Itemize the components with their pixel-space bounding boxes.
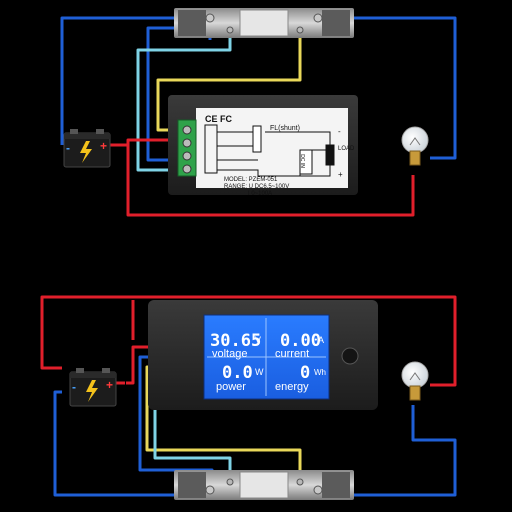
wire-red [40,295,457,387]
battery-top [63,129,111,168]
battery-top-plus: + [100,139,108,153]
current-value: 0.00 [280,331,321,351]
shunt-bottom [174,470,354,500]
power-unit: W [255,367,264,377]
power-label: power [216,381,246,393]
power-value: 0.0 [222,363,253,383]
voltage-value: 30.65 [210,331,261,351]
current-unit: A [318,335,324,345]
wire-blue [53,390,210,497]
current-label: current [275,348,309,360]
meter-back [168,95,358,195]
energy-unit: Wh [314,368,326,377]
energy-value: 0 [300,363,310,383]
bulb-top [401,126,429,166]
battery-bottom-plus: + [106,378,114,392]
wire-blue [318,16,457,160]
battery-bottom-minus: - [72,380,76,394]
wire-blue [60,16,210,145]
battery-top-minus: - [66,141,70,155]
top-diagram [60,8,457,217]
bottom-diagram: 30.65 V voltage 0.00 A current 0.0 W pow… [40,295,457,500]
wire-lightblue [136,30,232,172]
wire-red [105,143,415,217]
terminal-block [177,119,197,177]
shunt-top [174,8,354,38]
voltage-label: voltage [212,348,247,360]
schematic [204,124,335,177]
bolt-icon [80,141,92,163]
meter-front: 30.65 V voltage 0.00 A current 0.0 W pow… [148,300,378,410]
bolt-icon [86,380,98,402]
bulb-bottom [401,361,429,401]
voltage-unit: V [255,335,261,345]
wire-blue [318,405,457,497]
meter-button[interactable] [341,347,359,365]
battery-bottom [69,368,117,407]
energy-label: energy [275,381,309,393]
